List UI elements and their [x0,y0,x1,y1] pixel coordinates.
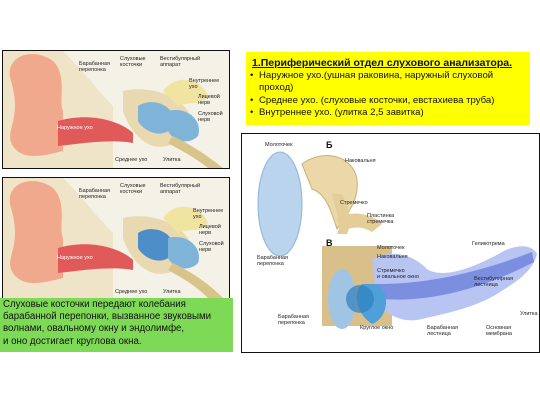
title-item-middle: Среднее ухо. (слуховые косточки, евстахи… [250,95,528,108]
label-auditory-nerve: Слуховой нерв [199,241,224,253]
label-stirrup: Стремечко [340,200,368,206]
label-hammer-v: Молоточек [377,245,405,251]
caption-line: барабанной перепонки, вызванное звуковым… [3,311,212,323]
label-basilar: Основная мембрана [486,325,512,337]
label-anvil: Наковальня [345,158,376,164]
label-plate: Пластинка стремечка [367,213,395,225]
label-drum-v: Барабанная перепонка [278,314,309,326]
label-drum: Барабанная перепонка [79,188,110,200]
label-anvil-v: Наковальня [377,254,408,260]
label-auditory-nerve: Слуховой нерв [198,111,223,123]
label-outer-ear: Наружное ухо [57,125,93,131]
title-box: 1.Периферический отдел слухового анализа… [246,52,530,125]
label-ossicles: Слуховые косточки [120,56,146,68]
label-stirrup-oval: Стремечко и овальное окно [377,268,419,280]
ossicles-illustration [242,134,539,352]
label-drum-b: Барабанная перепонка [257,255,288,267]
label-hammer: Молоточек [265,142,293,148]
label-middle-ear: Среднее ухо [115,157,148,163]
label-facial-nerve: Лицевой нерв [199,224,221,236]
caption-line: и оно достигает круглова окна. [3,335,142,347]
label-ossicles: Слуховые косточки [120,183,146,195]
ear-illustration-bottom [3,178,229,298]
label-middle-ear: Среднее ухо [115,289,148,295]
label-inner-ear: Внутреннее ухо [189,78,220,90]
label-vestibular: Вестибулярный аппарат [160,56,201,68]
title-heading: 1.Периферический отдел слухового анализа… [252,57,513,69]
ear-diagram-top: Барабанная перепонка Слуховые косточки В… [2,50,230,169]
title-item-inner: Внутреннее ухо. (улитка 2,5 завитка) [250,107,528,120]
label-cochlea: Улитка [163,289,181,295]
ear-illustration-top [3,51,229,168]
label-inner-ear: Внутреннее ухо [193,208,224,220]
label-tympanic-scala: Барабанная лестница [427,325,458,337]
caption-line: волнами, овальному окну и эндолимфе, [3,323,185,335]
label-outer-ear: Наружное ухо [57,255,93,261]
caption-box: Слуховые косточки передают колебания бар… [0,298,233,352]
label-vestibular-scala: Вестибулярная лестница [474,276,514,288]
label-cochlea: Улитка [163,157,181,163]
label-helicotrema: Геликотрема [472,241,505,247]
title-list: Наружное ухо.(ушная раковина, наружный с… [250,70,528,120]
caption-line: Слуховые косточки передают колебания [3,299,186,310]
letter-b: Б [326,140,333,150]
ear-diagram-bottom: Барабанная перепонка Слуховые косточки В… [2,177,230,299]
label-round-window: Круглое окно [360,325,394,331]
label-vestibular: Вестибулярный аппарат [160,183,201,195]
label-facial-nerve: Лицевой нерв [198,94,220,106]
title-item-outer: Наружное ухо.(ушная раковина, наружный с… [250,70,528,95]
letter-v: В [326,238,333,248]
ossicles-cochlea-diagram: Б В Молоточек Наковальня Стремечко Пласт… [241,133,540,353]
label-cochlea-v: Улитка [520,311,538,317]
label-drum: Барабанная перепонка [79,61,110,73]
caption-text: Слуховые косточки передают колебания бар… [3,299,233,348]
